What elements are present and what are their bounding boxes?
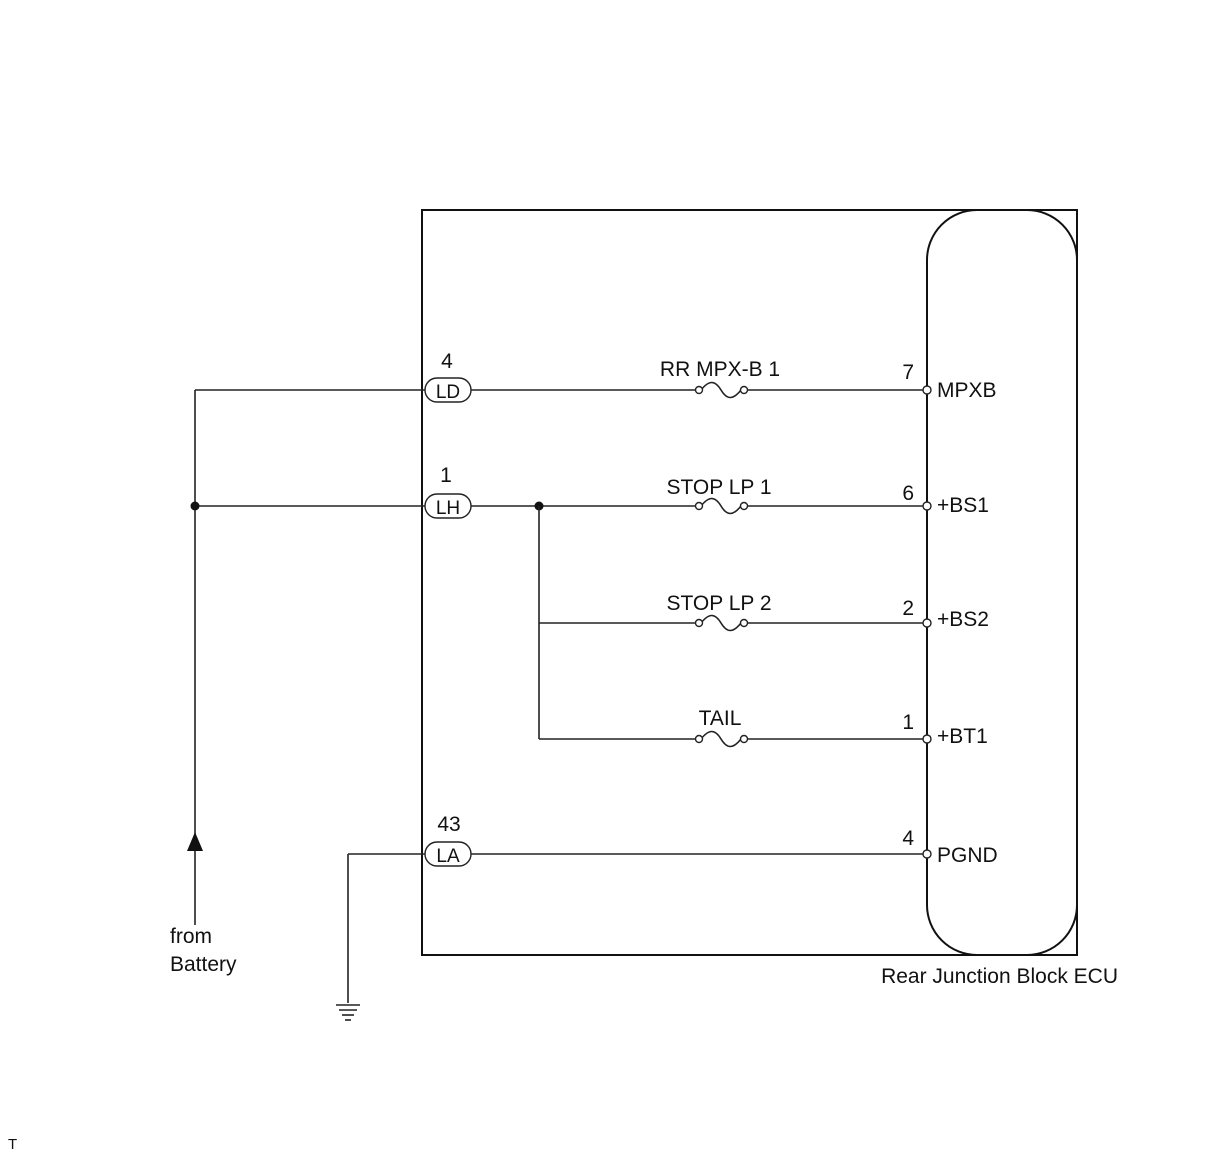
terminal-name: +BS2 [937, 608, 989, 631]
arrow-up-icon [187, 832, 203, 851]
terminal-name: +BS1 [937, 494, 989, 517]
fuse-label: TAIL [699, 707, 742, 730]
connector-pin: 43 [437, 813, 460, 836]
source-label: Battery [170, 953, 237, 976]
terminal-pin [922, 618, 932, 628]
terminal-pin [922, 501, 932, 511]
source-label: from [170, 925, 212, 948]
fuse-label: STOP LP 2 [666, 592, 771, 615]
terminal-name: +BT1 [937, 725, 988, 748]
terminal-pin [922, 734, 932, 744]
ecu-pin: 4 [902, 827, 914, 850]
ground-icon [336, 1004, 360, 1021]
corner-mark: T [8, 1136, 17, 1153]
fuse-icon [694, 497, 749, 515]
fuse-label: RR MPX-B 1 [660, 358, 780, 381]
connector-pin: 4 [441, 350, 453, 373]
connector-code: LA [436, 846, 460, 867]
ecu-inner-block [926, 209, 1078, 956]
terminal-name: MPXB [937, 379, 997, 402]
ecu-pin: 1 [902, 711, 914, 734]
fuse-icon [694, 730, 749, 748]
connector-code: LH [436, 498, 460, 519]
ecu-label: Rear Junction Block ECU [881, 965, 1118, 988]
ecu-pin: 6 [902, 482, 914, 505]
terminal-name: PGND [937, 844, 998, 867]
connector-code: LD [436, 382, 460, 403]
terminal-pin [922, 849, 932, 859]
fuse-icon [694, 614, 749, 632]
fuse-icon [694, 381, 749, 399]
terminal-pin [922, 385, 932, 395]
splice-battery [190, 501, 200, 511]
ecu-pin: 7 [902, 361, 914, 384]
ecu-pin: 2 [902, 597, 914, 620]
connector-pin: 1 [440, 464, 452, 487]
fuse-label: STOP LP 1 [666, 476, 771, 499]
